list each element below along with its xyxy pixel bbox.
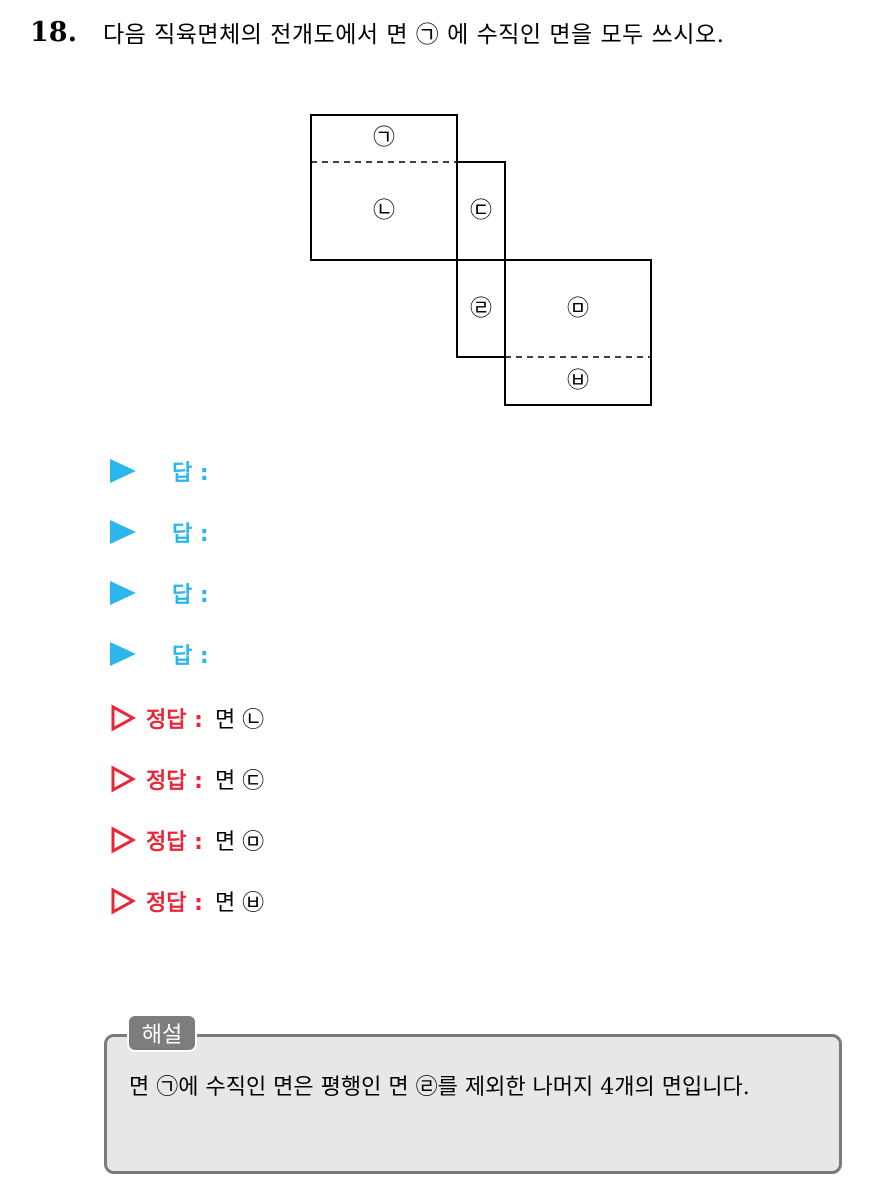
play-triangle-icon bbox=[110, 459, 136, 483]
solution-value: 면 ㉢ bbox=[214, 769, 265, 794]
play-triangle-icon bbox=[110, 581, 136, 605]
solution-row: 정답 : 면 ㉢ bbox=[110, 759, 264, 799]
solution-label: 정답 : bbox=[146, 708, 203, 733]
explanation-box: 면 ㉠에 수직인 면은 평행인 면 ㉣를 제외한 나머지 4개의 면입니다. bbox=[104, 1034, 842, 1174]
answer-row: 답 : bbox=[110, 512, 209, 552]
solution-value: 면 ㉤ bbox=[214, 830, 265, 855]
face-label: ㉣ bbox=[470, 297, 492, 322]
solution-value: 면 ㉥ bbox=[214, 891, 265, 916]
answer-label: 답 : bbox=[172, 644, 209, 669]
net-lower-rect bbox=[504, 259, 652, 406]
answer-row: 답 : bbox=[110, 573, 209, 613]
outline-triangle-icon bbox=[111, 826, 136, 854]
explanation-tag: 해설 bbox=[127, 1014, 197, 1052]
answer-label: 답 : bbox=[172, 461, 209, 486]
outline-triangle-icon bbox=[111, 704, 136, 732]
face-label: ㉥ bbox=[567, 369, 589, 394]
play-triangle-icon bbox=[110, 642, 136, 666]
solution-label: 정답 : bbox=[146, 891, 203, 916]
solution-value: 면 ㉡ bbox=[214, 708, 265, 733]
face-label: ㉠ bbox=[373, 126, 395, 151]
cuboid-net-figure: ㉠ ㉡ ㉢ ㉣ ㉤ ㉥ bbox=[310, 114, 652, 406]
face-label: ㉢ bbox=[470, 199, 492, 224]
outline-triangle-icon bbox=[111, 887, 136, 915]
face-label: ㉡ bbox=[373, 199, 395, 224]
solution-label: 정답 : bbox=[146, 769, 203, 794]
solution-row: 정답 : 면 ㉤ bbox=[110, 820, 264, 860]
solution-row: 정답 : 면 ㉡ bbox=[110, 698, 264, 738]
question-number: 18. bbox=[30, 16, 77, 48]
face-label: ㉤ bbox=[567, 297, 589, 322]
outline-triangle-icon bbox=[111, 765, 136, 793]
question-header: 18. 다음 직육면체의 전개도에서 면 ㉠ 에 수직인 면을 모두 쓰시오. bbox=[30, 12, 724, 52]
question-text: 다음 직육면체의 전개도에서 면 ㉠ 에 수직인 면을 모두 쓰시오. bbox=[102, 22, 725, 48]
solution-label: 정답 : bbox=[146, 830, 203, 855]
explanation-text: 면 ㉠에 수직인 면은 평행인 면 ㉣를 제외한 나머지 4개의 면입니다. bbox=[129, 1075, 750, 1100]
answer-row: 답 : bbox=[110, 634, 209, 674]
answer-label: 답 : bbox=[172, 522, 209, 547]
answer-row: 답 : bbox=[110, 451, 209, 491]
answer-label: 답 : bbox=[172, 583, 209, 608]
play-triangle-icon bbox=[110, 520, 136, 544]
solution-row: 정답 : 면 ㉥ bbox=[110, 881, 264, 921]
